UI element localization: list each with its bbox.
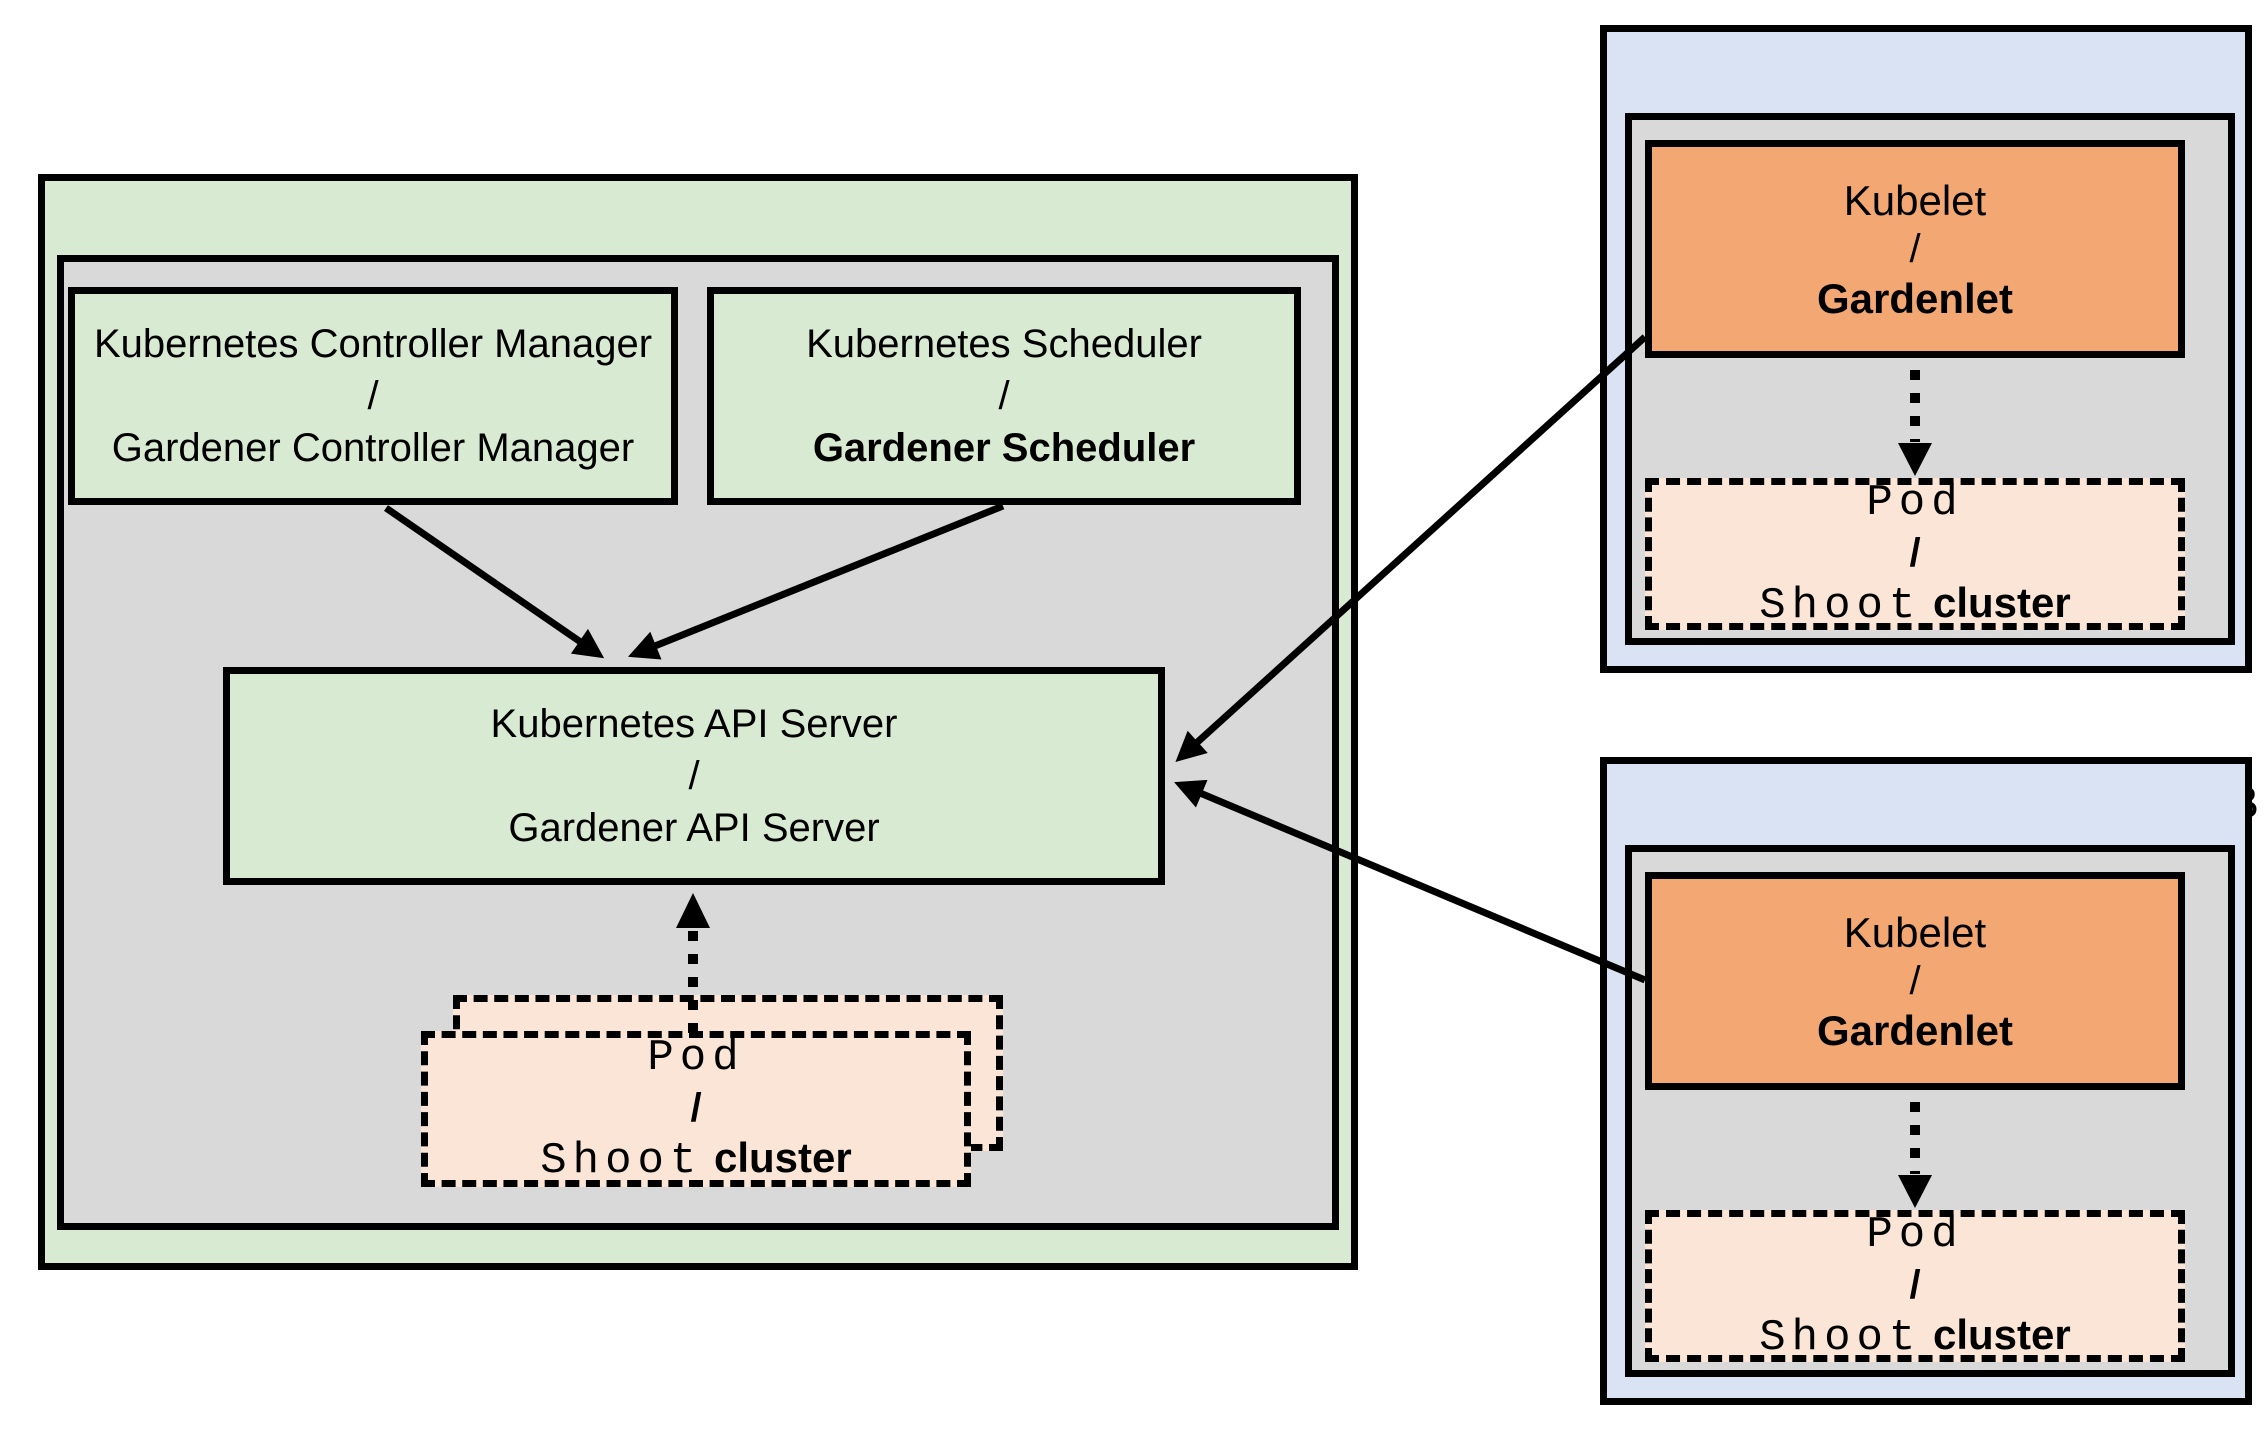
pod-stack-shoot-label: Shoot xyxy=(540,1135,703,1186)
controller-manager-line2: Gardener Controller Manager xyxy=(111,426,635,470)
pod-b-line2: Shoot cluster xyxy=(1759,1310,2070,1363)
pod-a-box: Pod / Shoot cluster xyxy=(1645,477,2185,631)
pod-shoot-stack-front-box: Pod / Shoot cluster xyxy=(421,1031,971,1187)
pod-b-box: Pod / Shoot cluster xyxy=(1645,1209,2185,1363)
pod-stack-separator: / xyxy=(690,1085,702,1130)
scheduler-box: Kubernetes Scheduler / Gardener Schedule… xyxy=(707,287,1301,505)
kubelet-a-line1: Kubelet xyxy=(1843,176,1987,224)
pod-b-cluster-label: cluster xyxy=(1932,1310,2071,1358)
api-server-separator: / xyxy=(688,754,700,798)
api-server-box: Kubernetes API Server / Gardener API Ser… xyxy=(223,667,1165,885)
api-server-line2: Gardener API Server xyxy=(508,806,880,850)
api-server-line1: Kubernetes API Server xyxy=(490,702,898,746)
controller-manager-separator: / xyxy=(367,374,379,418)
controller-manager-line1: Kubernetes Controller Manager xyxy=(93,322,653,366)
pod-stack-cluster-label: cluster xyxy=(713,1133,852,1181)
pod-b-separator: / xyxy=(1909,1262,1921,1307)
pod-a-separator: / xyxy=(1909,530,1921,575)
controller-manager-box: Kubernetes Controller Manager / Gardener… xyxy=(68,287,678,505)
scheduler-line1: Kubernetes Scheduler xyxy=(806,322,1202,366)
kubelet-a-line2: Gardenlet xyxy=(1816,274,2014,322)
kubelet-b-line1: Kubelet xyxy=(1843,908,1987,956)
kubelet-b-box: Kubelet / Gardenlet xyxy=(1645,872,2185,1090)
pod-stack-line1: Pod xyxy=(647,1032,745,1083)
pod-a-shoot-label: Shoot xyxy=(1759,580,1922,631)
pod-b-line1: Pod xyxy=(1866,1209,1964,1260)
scheduler-separator: / xyxy=(998,374,1010,418)
kubelet-a-box: Kubelet / Gardenlet xyxy=(1645,140,2185,358)
pod-a-line1: Pod xyxy=(1866,477,1964,528)
kubelet-b-line2: Gardenlet xyxy=(1816,1006,2014,1054)
pod-a-line2: Shoot cluster xyxy=(1759,578,2070,631)
kubelet-b-separator: / xyxy=(1909,958,1921,1003)
pod-a-cluster-label: cluster xyxy=(1932,578,2071,626)
pod-b-shoot-label: Shoot xyxy=(1759,1312,1922,1363)
kubelet-a-separator: / xyxy=(1909,226,1921,271)
pod-stack-line2: Shoot cluster xyxy=(540,1133,851,1186)
scheduler-line2: Gardener Scheduler xyxy=(812,426,1196,470)
